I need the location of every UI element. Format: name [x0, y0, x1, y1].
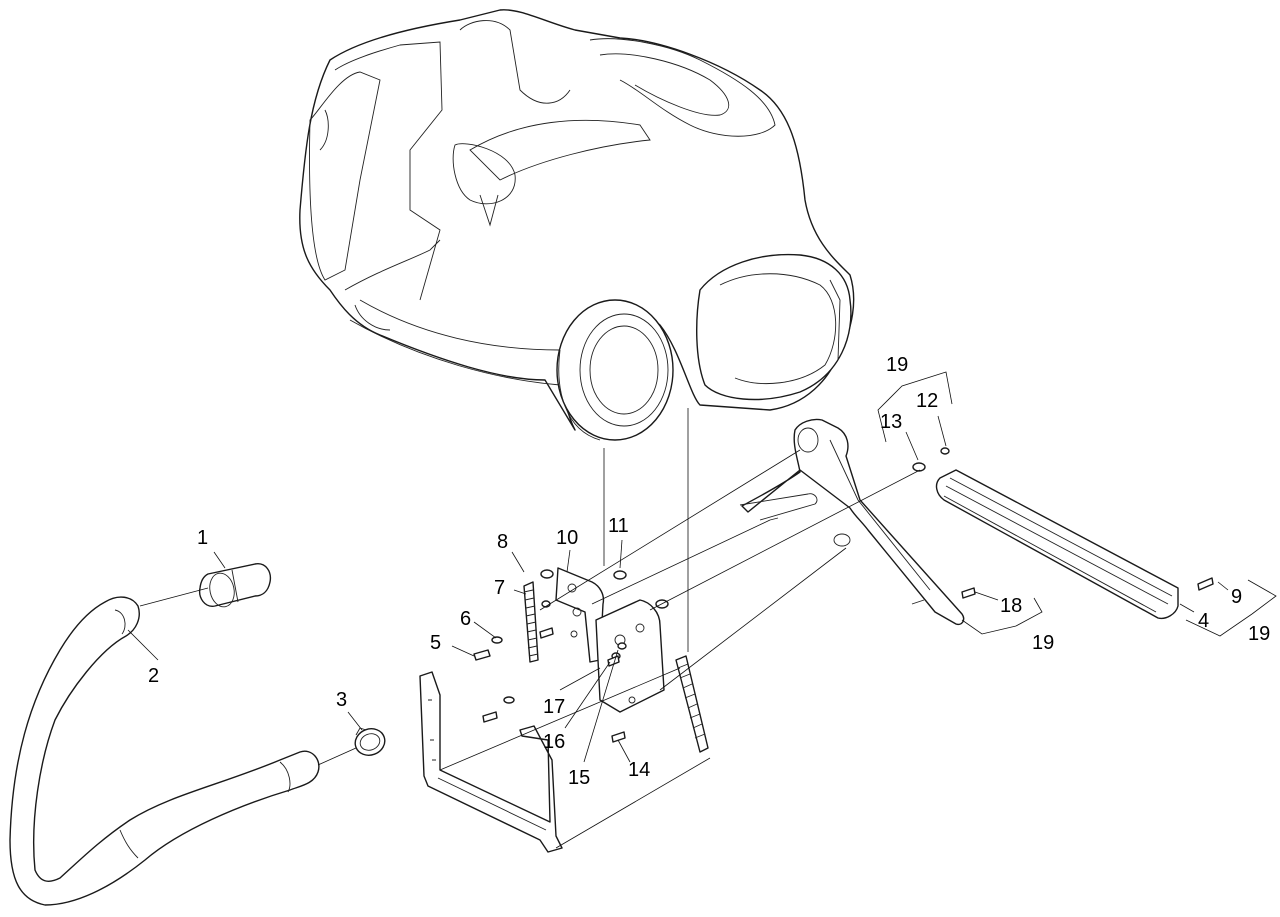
callout-14: 14 — [628, 759, 650, 781]
callout-2: 2 — [148, 665, 159, 687]
frame-bracket — [419, 671, 563, 853]
callout-labels: 1 2 3 4 5 6 7 8 9 10 11 12 13 14 15 16 1… — [148, 354, 1270, 789]
center-bracket-plate — [595, 599, 665, 713]
part-7-spring-left — [523, 581, 539, 663]
callout-13: 13 — [880, 411, 902, 433]
part-10-bracket-plate — [555, 567, 605, 663]
part-2-suction-hose — [9, 596, 320, 906]
callout-5: 5 — [430, 632, 441, 654]
callout-8: 8 — [497, 531, 508, 553]
callout-1: 1 — [197, 527, 208, 549]
part-3-hose-clamp — [354, 727, 386, 756]
callout-4: 4 — [1198, 610, 1209, 632]
callout-9: 9 — [1231, 586, 1242, 608]
part-4-rail — [935, 469, 1179, 620]
callout-15: 15 — [568, 767, 590, 789]
handle-arm — [739, 418, 965, 626]
callout-18: 18 — [1000, 595, 1022, 617]
callout-3: 3 — [336, 689, 347, 711]
callout-17: 17 — [543, 696, 565, 718]
spring-right — [675, 655, 709, 753]
callout-7: 7 — [494, 577, 505, 599]
callout-10: 10 — [556, 527, 578, 549]
callout-12: 12 — [916, 390, 938, 412]
callout-19-right: 19 — [1248, 623, 1270, 645]
callout-19-middle: 19 — [1032, 632, 1054, 654]
vacuum-housing — [299, 9, 855, 441]
leader-lines — [127, 371, 1277, 849]
callout-16: 16 — [543, 731, 565, 753]
callout-11: 11 — [608, 515, 629, 537]
part-1-adapter-sleeve — [198, 563, 272, 608]
callout-6: 6 — [460, 608, 471, 630]
callout-19-top: 19 — [886, 354, 908, 376]
